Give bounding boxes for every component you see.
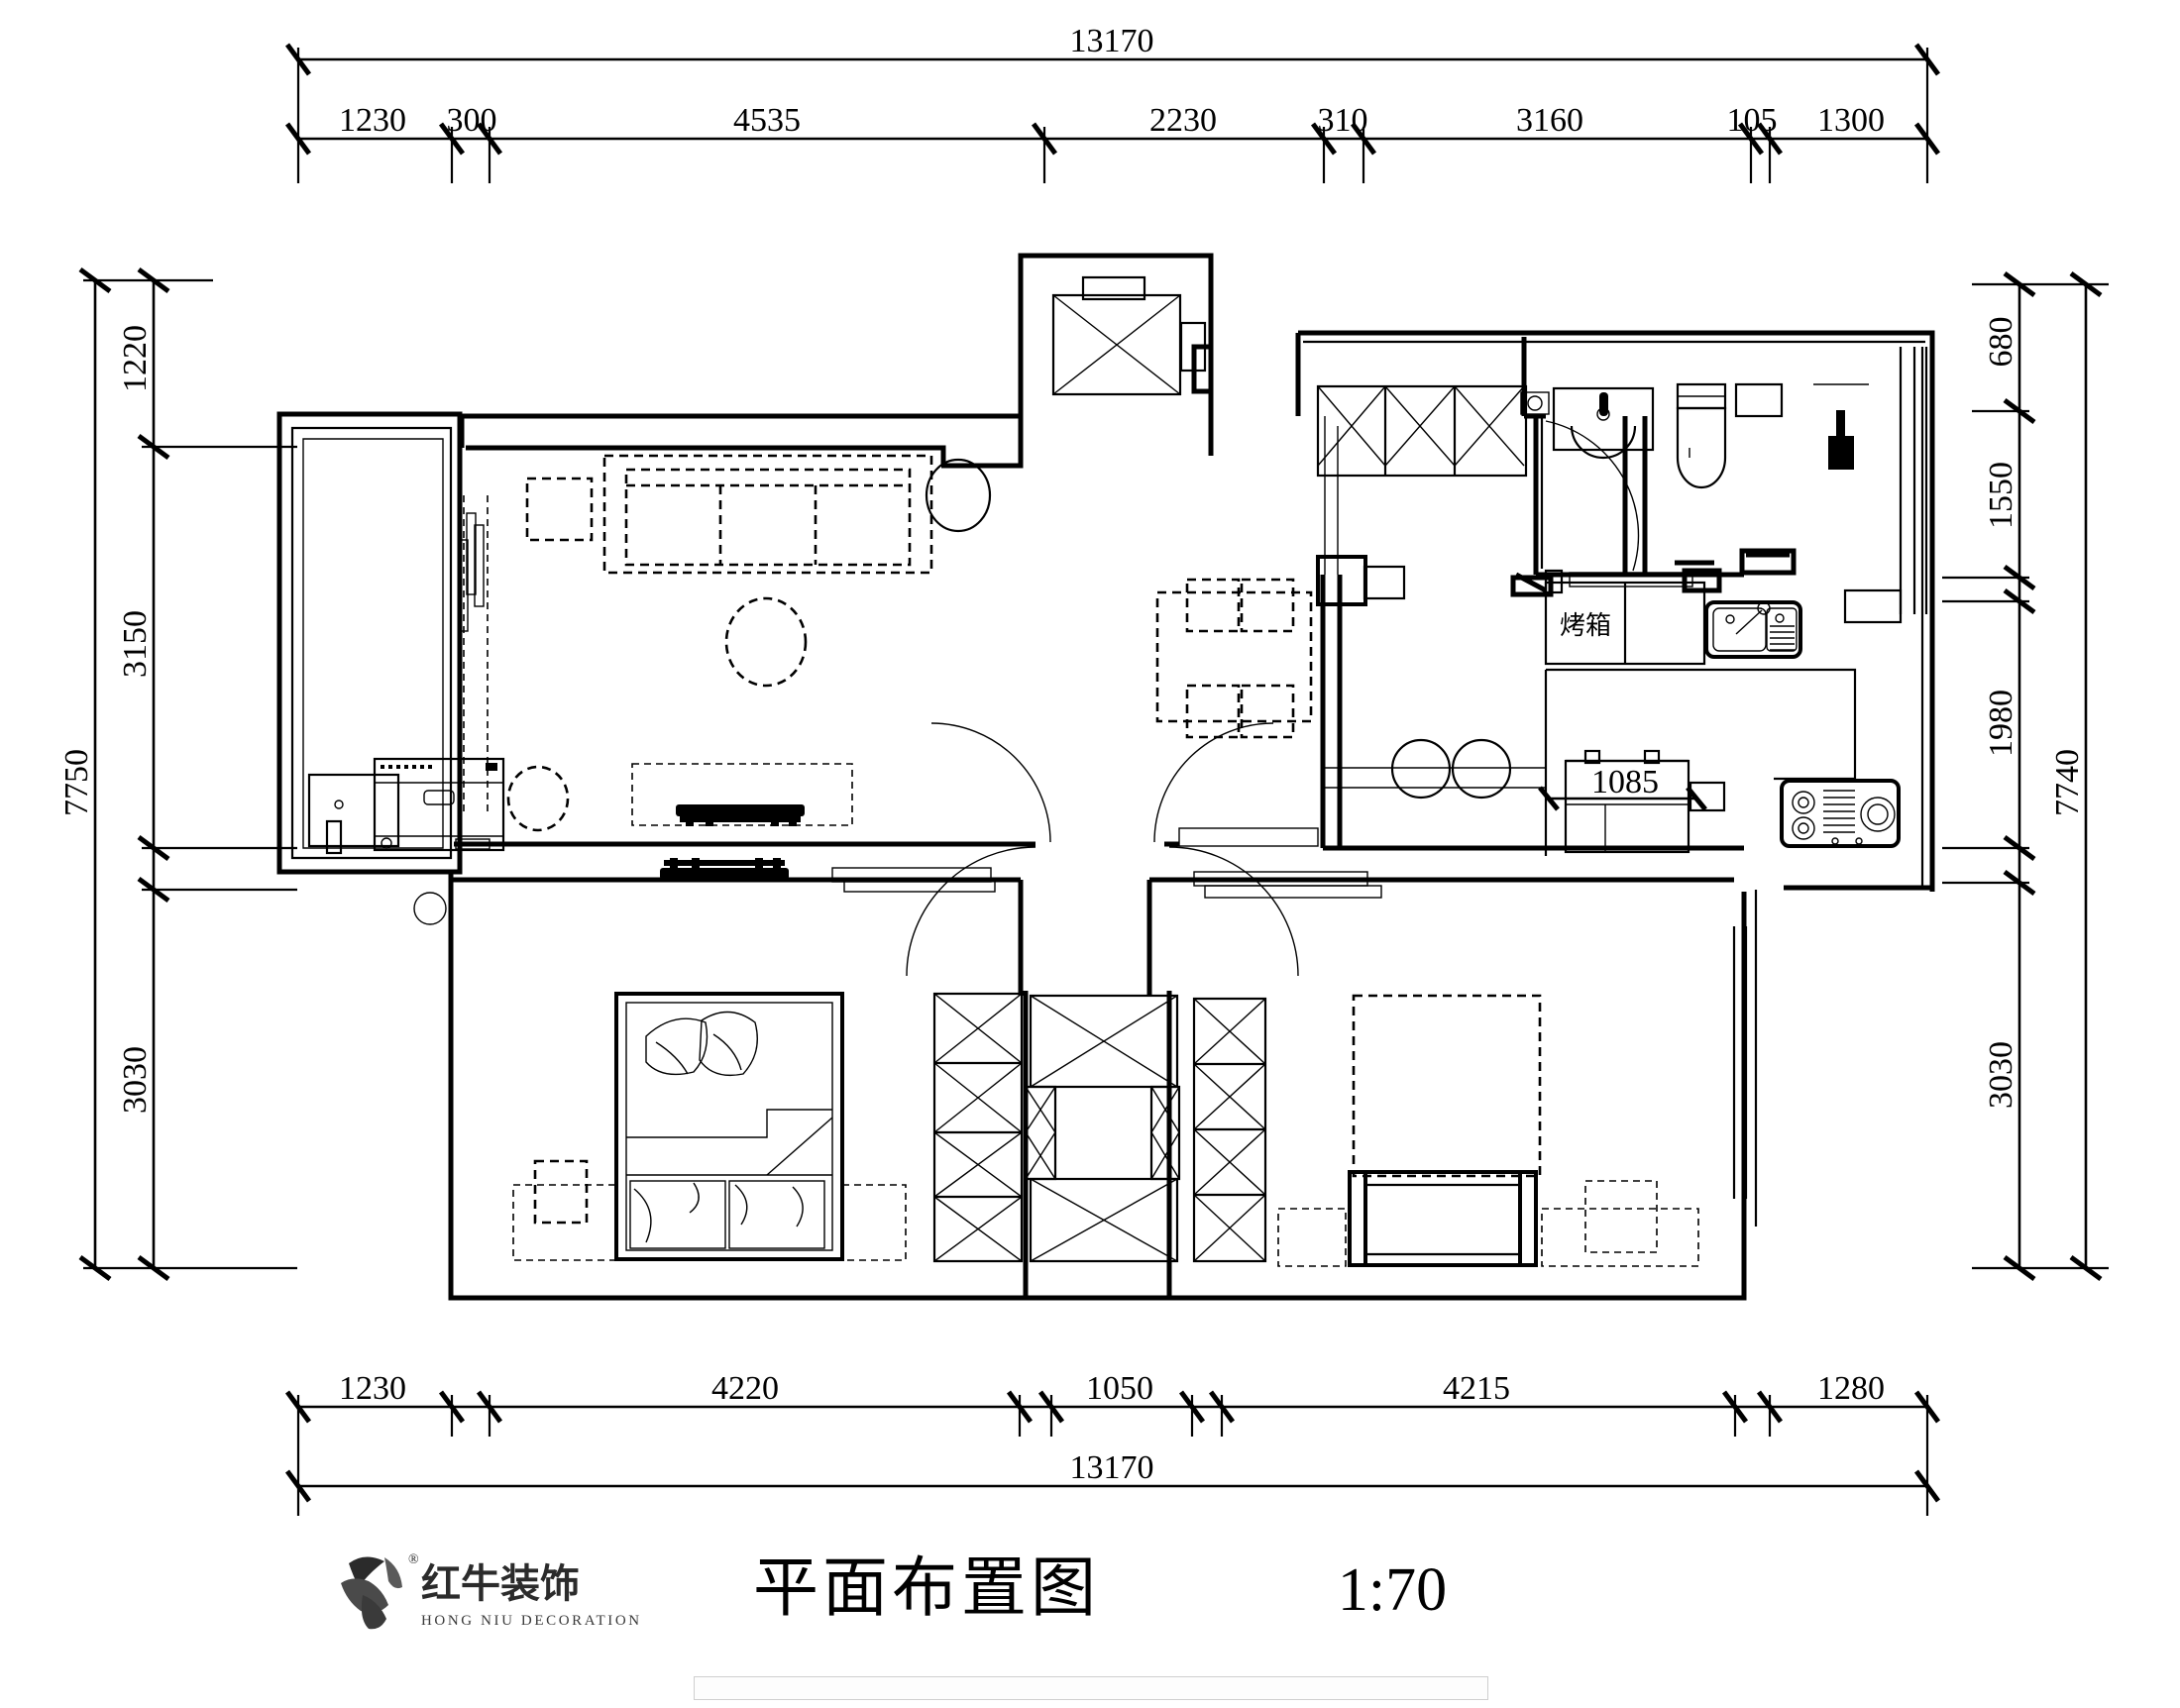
drawing-scale: 1:70 <box>1338 1556 1447 1624</box>
tv-panel-lower <box>660 858 789 880</box>
label-oven: 烤箱 <box>1560 611 1611 641</box>
dining-set <box>1155 578 1313 739</box>
sink-double <box>1704 600 1802 659</box>
nightstand-left <box>512 1184 617 1261</box>
chair-right <box>1584 1180 1658 1253</box>
right-dimension-group: 680 1550 1980 3030 7740 <box>1942 270 2109 1282</box>
drawing-title: 平面布置图 <box>753 1549 1100 1626</box>
interior-walls <box>454 337 1790 1298</box>
dim-top-seg-4: 2230 <box>1149 102 1217 139</box>
dim-bottom-seg-3: 1050 <box>1086 1370 1153 1407</box>
bathroom <box>1316 382 1869 572</box>
dim-interior-1085: 1085 <box>1538 764 1707 811</box>
logo-text-en: HONG NIU DECORATION <box>421 1613 642 1629</box>
wardrobe-center <box>932 992 1024 1263</box>
dim-bottom-seg-4: 4215 <box>1443 1370 1510 1407</box>
wardrobe-right-tall <box>1192 997 1267 1263</box>
hall-detail <box>1324 416 1797 597</box>
dim-bottom-seg-2: 4220 <box>711 1370 779 1407</box>
dim-right-seg-3: 1980 <box>1983 690 2019 757</box>
tv-cabinet <box>631 763 996 893</box>
round-floor-marker <box>413 892 447 925</box>
tv-panel-upper <box>676 804 805 826</box>
second-bedroom <box>1277 994 1699 1267</box>
dim-left-seg-2: 3150 <box>117 610 154 678</box>
dim-bottom-seg-5: 1280 <box>1817 1370 1885 1407</box>
dim-right-seg-1: 680 <box>1983 317 2019 368</box>
dim-top-seg-5: 310 <box>1318 102 1368 139</box>
bottom-dimension-group: 1230 4220 1050 4215 1280 13170 <box>284 1370 1941 1516</box>
nightstand-right <box>841 1184 907 1261</box>
dim-right-overall: 7740 <box>2049 749 2086 816</box>
dim-left-seg-1: 1220 <box>117 325 154 392</box>
dim-right-seg-2: 1550 <box>1983 462 2019 529</box>
master-bedroom <box>512 992 907 1261</box>
dim-bottom-seg-1: 1230 <box>339 1370 406 1407</box>
title-block: 平面布置图 1:70 <box>753 1549 1447 1626</box>
toilet-icon <box>1676 382 1727 489</box>
hall-shelf <box>1178 827 1382 899</box>
kitchen: 烤箱 <box>1538 581 1903 856</box>
entry-niche <box>1021 253 1214 420</box>
dim-right-seg-4: 3030 <box>1983 1041 2019 1109</box>
dining-counter <box>1316 555 1406 606</box>
double-bed <box>614 992 844 1261</box>
wardrobe-center-right <box>1024 994 1181 1263</box>
dim-top-seg-8: 1300 <box>1817 102 1885 139</box>
top-dimension-group: 13170 1230 300 4535 2230 310 3160 105 13… <box>284 23 1941 183</box>
desk-right <box>1541 1208 1699 1267</box>
bar-stools <box>1323 738 1546 800</box>
dim-left-seg-3: 3030 <box>117 1046 154 1114</box>
dim-left-overall: 7750 <box>58 749 95 816</box>
registered-mark: ® <box>408 1552 419 1567</box>
dim-top-seg-6: 3160 <box>1516 102 1583 139</box>
left-dimension-group: 7750 1220 3150 3030 <box>58 267 297 1282</box>
nightstand-2-left <box>1277 1208 1347 1267</box>
door-swing-arcs <box>906 722 1299 977</box>
washing-machine <box>307 773 400 855</box>
dim-top-seg-1: 1230 <box>339 102 406 139</box>
window-openings <box>459 347 1928 1199</box>
bull-mark-icon <box>341 1556 402 1630</box>
gas-cooktop <box>1780 779 1901 848</box>
round-coffee-table <box>724 596 808 688</box>
dim-interior-value: 1085 <box>1591 764 1659 801</box>
dim-bottom-overall: 13170 <box>1070 1449 1154 1486</box>
single-bed <box>1348 1170 1538 1267</box>
dim-top-seg-3: 4535 <box>733 102 801 139</box>
bottom-scroll-bar[interactable] <box>694 1676 1488 1700</box>
refrigerator <box>1564 749 1726 854</box>
round-side-table <box>925 458 992 533</box>
side-table-left <box>525 477 594 542</box>
dim-top-overall: 13170 <box>1070 23 1154 59</box>
company-logo: ® 红牛装饰 HONG NIU DECORATION <box>341 1552 642 1630</box>
round-side-table-2 <box>506 765 570 832</box>
sofa-3seat <box>602 454 933 575</box>
logo-text-cn: 红牛装饰 <box>421 1561 580 1607</box>
nightstand-left-lamp <box>533 1159 589 1225</box>
